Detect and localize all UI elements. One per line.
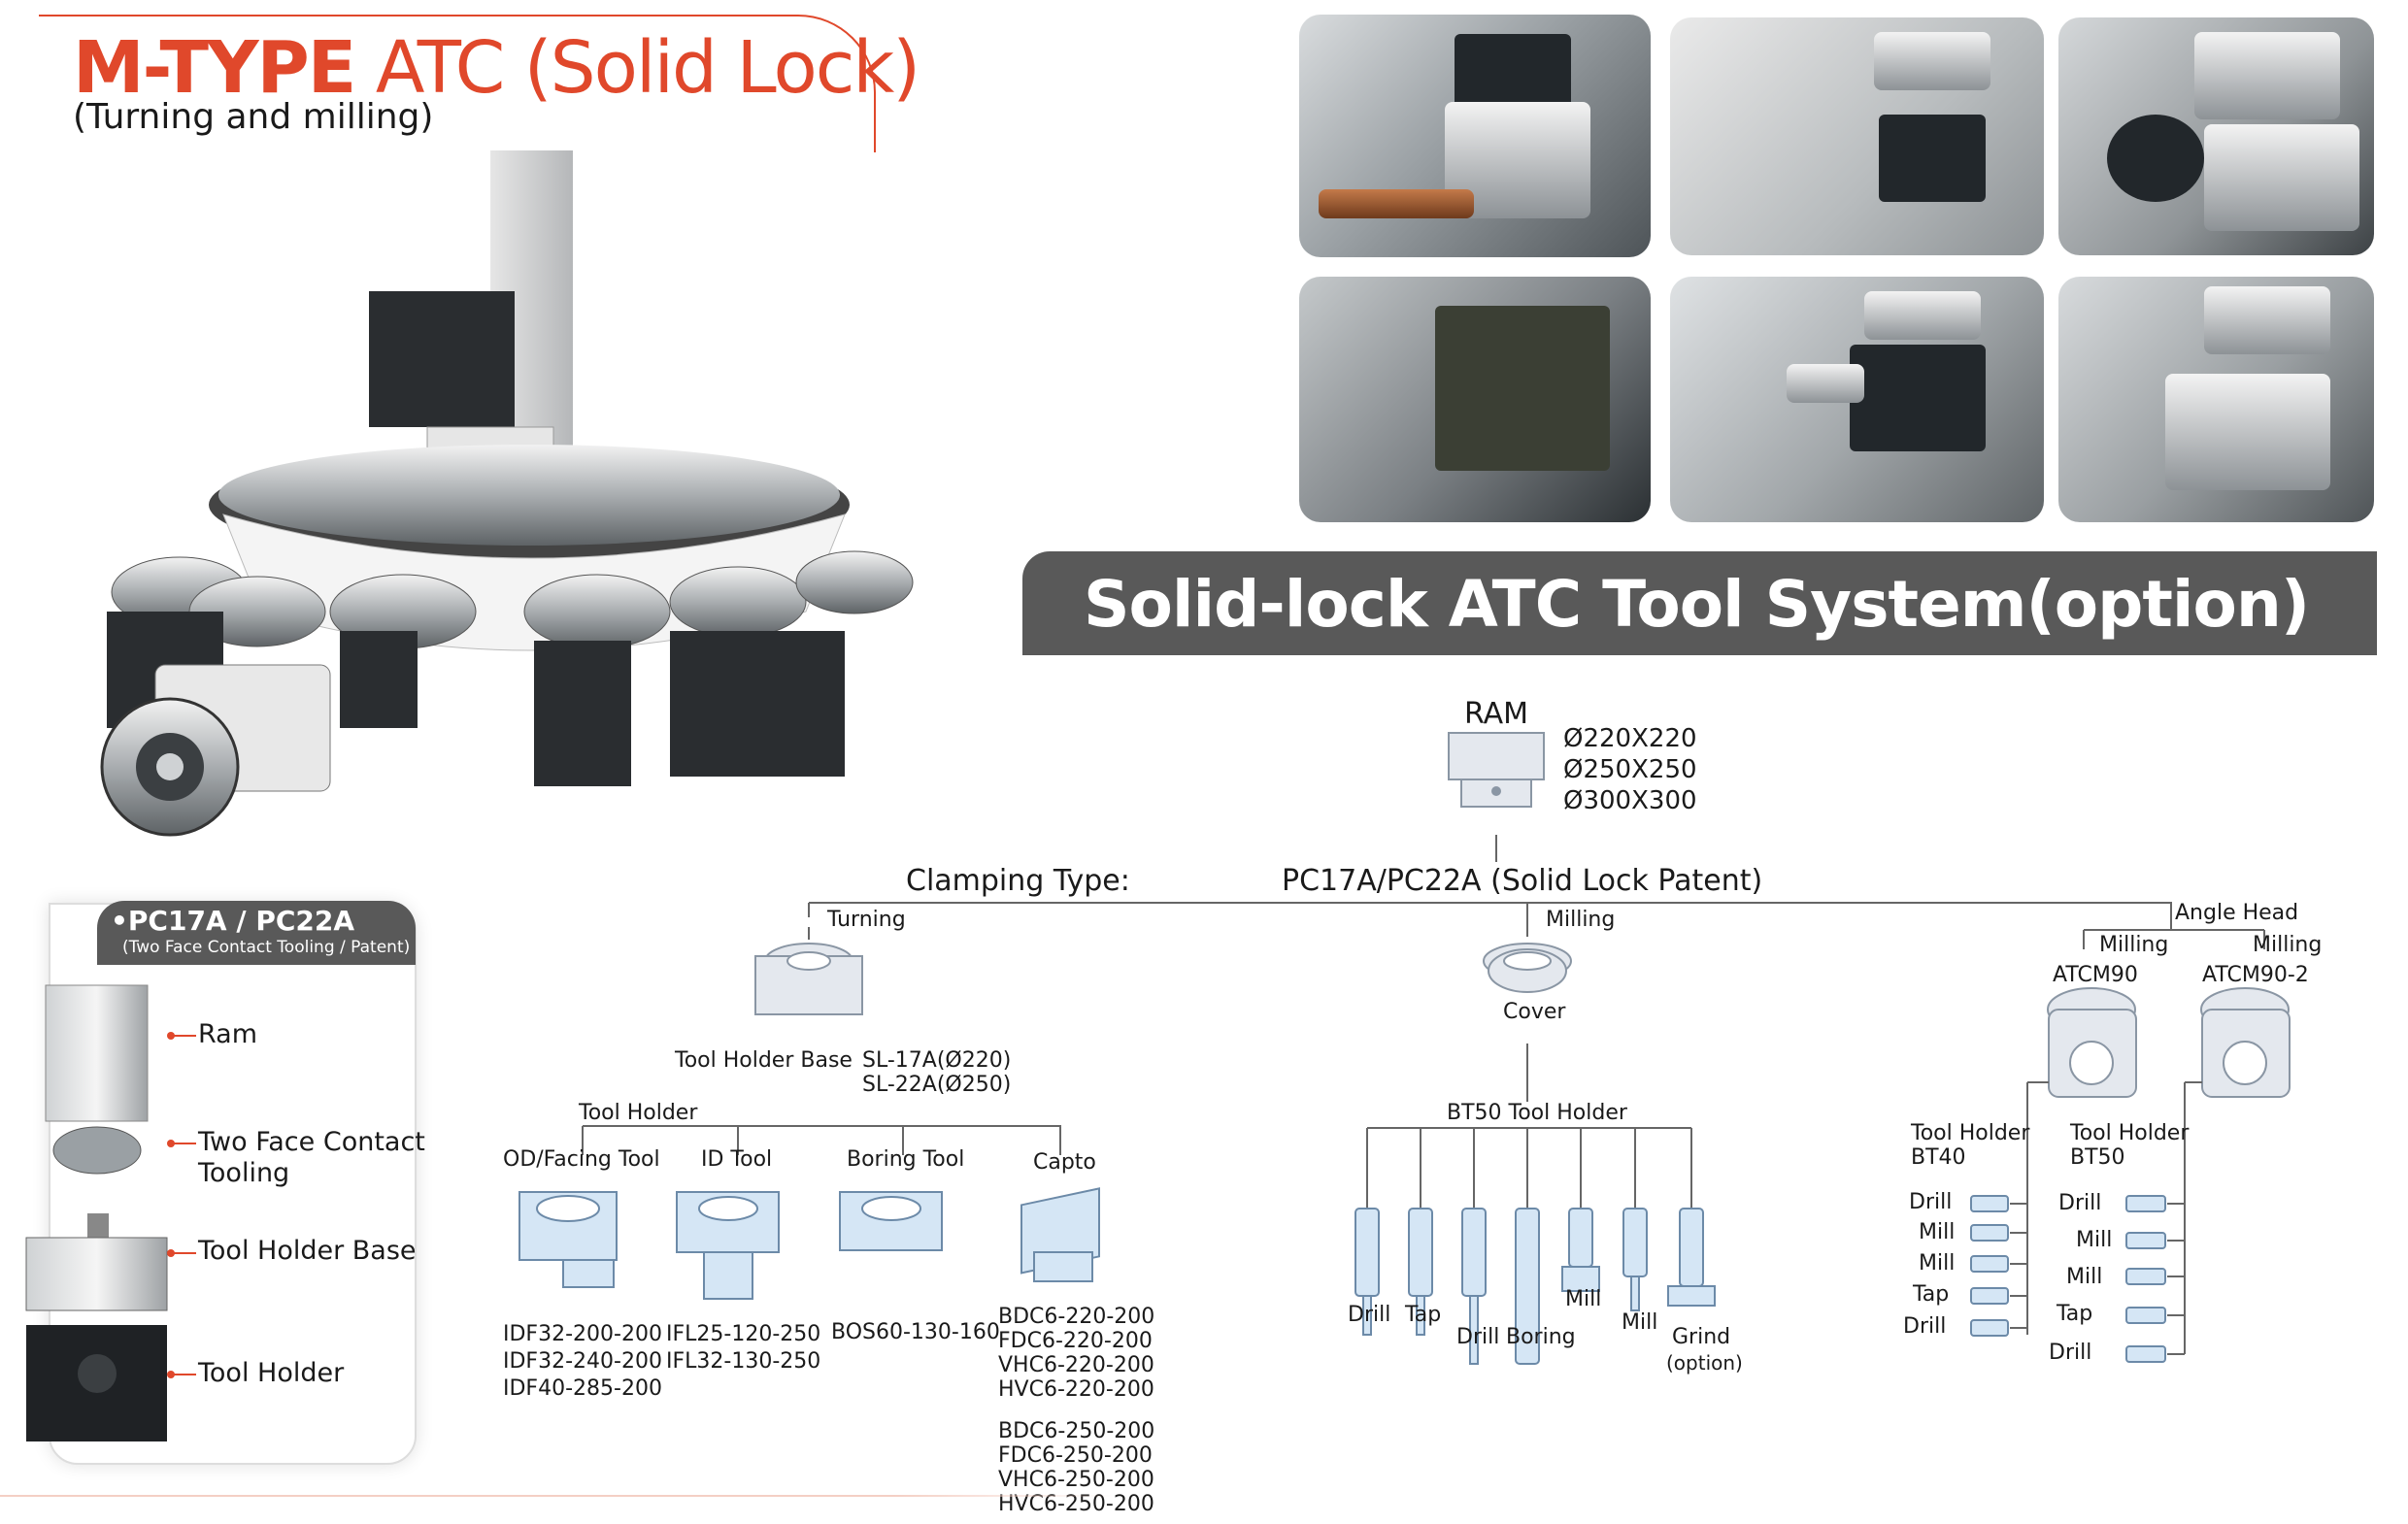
boring-tool-label: Boring Tool — [847, 1147, 965, 1172]
od-model-1: IDF32-200-200 — [503, 1322, 662, 1346]
ram-label: RAM — [1464, 697, 1529, 731]
photo-drilling — [1299, 15, 1651, 257]
bt40-type-label: BT40 — [1911, 1145, 1966, 1170]
id-tool-label: ID Tool — [701, 1147, 773, 1172]
legend-title: •PC17A / PC22A — [111, 905, 355, 937]
atcm90-part — [2047, 987, 2137, 1098]
ah-left-tool-4: Tap — [1913, 1282, 1950, 1307]
od-facing-tool-part — [518, 1191, 618, 1288]
bt50-boring-label: Boring — [1506, 1325, 1576, 1349]
bt50-drill2-label: Drill — [1456, 1325, 1500, 1349]
ah-right-tool-3: Mill — [2066, 1265, 2103, 1289]
bottom-rule — [0, 1495, 1117, 1497]
ram-size-2: Ø250X250 — [1563, 755, 1697, 784]
ah-right-tool-2: Mill — [2076, 1228, 2113, 1252]
page-title: M-TYPE ATC (Solid Lock) — [73, 26, 920, 110]
legend-subtitle: (Two Face Contact Tooling / Patent) — [122, 938, 411, 957]
id-model-2: IFL32-130-250 — [666, 1349, 821, 1374]
atc-magazine-illustration — [100, 150, 914, 837]
bt50-holder-label: BT50 Tool Holder — [1447, 1101, 1627, 1125]
photo-endmill — [2058, 277, 2374, 522]
ah-left-tool-1: Drill — [1909, 1190, 1953, 1214]
capto-label: Capto — [1033, 1150, 1096, 1175]
angle-head-tools — [1970, 1195, 2166, 1363]
bt50-mill-label: Mill — [1565, 1287, 1602, 1311]
ah-left-tool-2: Mill — [1919, 1220, 1956, 1244]
capto-model-3: VHC6-220-200 — [998, 1353, 1154, 1377]
atcm90-2-label: ATCM90-2 — [2202, 963, 2309, 987]
ah-right-tool-5: Drill — [2049, 1341, 2092, 1365]
clamping-label: Clamping Type: — [906, 864, 1130, 898]
legend-item-ram: Ram — [198, 1019, 258, 1049]
bt50-ah-holder-label: Tool Holder — [2070, 1121, 2190, 1145]
od-model-2: IDF32-240-200 — [503, 1349, 662, 1374]
clamping-value: PC17A/PC22A (Solid Lock Patent) — [1282, 864, 1763, 898]
photo-angle-milling — [2058, 17, 2374, 255]
capto-model-2: FDC6-220-200 — [998, 1329, 1153, 1353]
id-tool-part — [676, 1191, 780, 1300]
turning-holder-label: Tool Holder — [579, 1101, 698, 1125]
legend-line-holder — [171, 1374, 196, 1375]
ah-left-tool-3: Mill — [1919, 1251, 1956, 1276]
bt50-tools — [1354, 1208, 1716, 1365]
photo-heavy-turning — [1299, 277, 1651, 522]
legend-line-base — [171, 1252, 196, 1254]
base-model-1: SL-17A(Ø220) — [862, 1048, 1012, 1073]
atcm90-label: ATCM90 — [2053, 963, 2138, 987]
legend-item-contact: Two Face Contact Tooling — [198, 1127, 425, 1188]
boring-tool-part — [839, 1191, 943, 1251]
title-frame — [39, 15, 876, 152]
legend-item-holder: Tool Holder — [198, 1358, 345, 1388]
bt50-drill-label: Drill — [1348, 1303, 1391, 1327]
legend-item-base: Tool Holder Base — [198, 1236, 417, 1266]
ram-size-3: Ø300X300 — [1563, 786, 1697, 815]
section-banner: Solid-lock ATC Tool System(option) — [1022, 551, 2377, 655]
capto-model-4: HVC6-220-200 — [998, 1377, 1154, 1402]
bt50-grind-label: Grind — [1672, 1325, 1731, 1349]
id-model-1: IFL25-120-250 — [666, 1322, 821, 1346]
ram-size-1: Ø220X220 — [1563, 724, 1697, 753]
bt50-ah-type-label: BT50 — [2070, 1145, 2125, 1170]
capto-model-1: BDC6-220-200 — [998, 1305, 1155, 1329]
ah-right-tool-4: Tap — [2057, 1302, 2093, 1326]
tool-holder-base-label: Tool Holder Base — [675, 1048, 853, 1073]
banner-title: Solid-lock ATC Tool System(option) — [1084, 567, 2310, 642]
bt50-mill2-label: Mill — [1622, 1310, 1658, 1335]
cover-label: Cover — [1503, 1000, 1566, 1024]
milling-label: Milling — [1546, 908, 1616, 932]
capto-model-6: FDC6-250-200 — [998, 1443, 1153, 1468]
od-model-3: IDF40-285-200 — [503, 1376, 662, 1401]
angle-left-type: Milling — [2099, 933, 2169, 957]
legend-tab: •PC17A / PC22A (Two Face Contact Tooling… — [97, 901, 416, 965]
angle-head-label: Angle Head — [2175, 901, 2299, 925]
tool-holder-base-part — [754, 943, 863, 1015]
legend-line-contact — [171, 1143, 196, 1144]
angle-right-type: Milling — [2253, 933, 2323, 957]
capto-model-5: BDC6-250-200 — [998, 1419, 1155, 1443]
photo-boring — [1670, 277, 2044, 522]
cover-part — [1483, 943, 1572, 993]
photo-turning-od — [1670, 17, 2044, 255]
atcm90-2-part — [2200, 987, 2291, 1098]
legend-illustration — [25, 984, 168, 1441]
capto-tool-part — [1020, 1187, 1100, 1282]
ah-right-tool-1: Drill — [2058, 1191, 2102, 1215]
ram-part — [1448, 732, 1545, 808]
bt50-grind-option: (option) — [1666, 1351, 1743, 1375]
base-model-2: SL-22A(Ø250) — [862, 1073, 1012, 1097]
bt50-tap-label: Tap — [1405, 1303, 1442, 1327]
legend-line-ram — [171, 1035, 196, 1037]
od-facing-tool-label: OD/Facing Tool — [503, 1147, 660, 1172]
turning-label: Turning — [827, 908, 906, 932]
ah-left-tool-5: Drill — [1903, 1314, 1947, 1339]
page-subtitle: (Turning and milling) — [73, 97, 434, 137]
boring-model-1: BOS60-130-160 — [831, 1320, 1000, 1344]
capto-model-7: VHC6-250-200 — [998, 1468, 1154, 1492]
bt40-holder-label: Tool Holder — [1911, 1121, 2030, 1145]
